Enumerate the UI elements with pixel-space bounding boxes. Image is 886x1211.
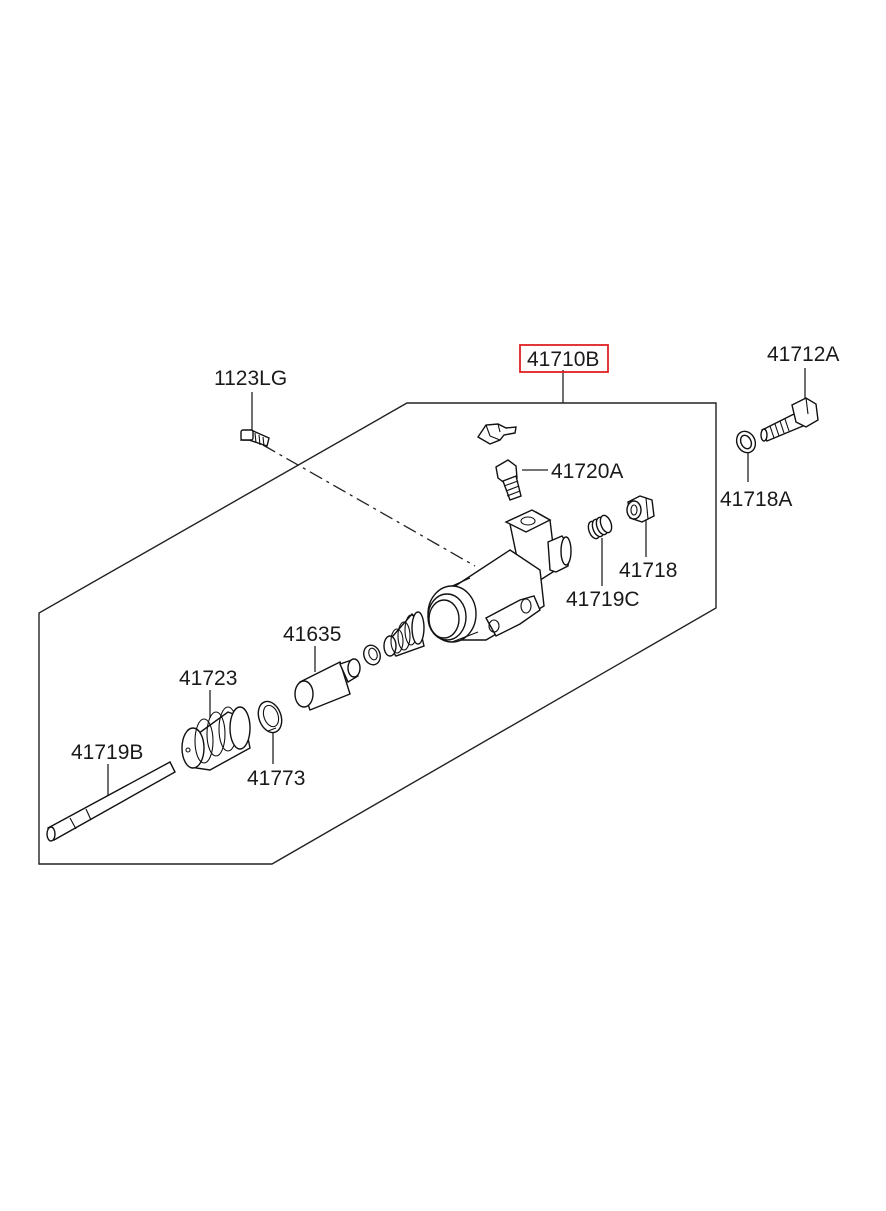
clip-icon bbox=[477, 423, 517, 445]
highlight-box bbox=[519, 344, 609, 373]
cap-41718-icon bbox=[626, 495, 655, 523]
push-rod-41719b-icon bbox=[46, 761, 176, 842]
label-41718[interactable]: 41718 bbox=[619, 559, 677, 582]
label-41710b[interactable]: 41710B bbox=[527, 348, 599, 371]
bolt-1123lg-icon bbox=[240, 429, 270, 447]
dust-boot-41723-icon bbox=[181, 706, 251, 771]
boot-icon bbox=[383, 611, 425, 657]
label-1123lg[interactable]: 1123LG bbox=[214, 367, 287, 390]
label-41719b[interactable]: 41719B bbox=[71, 741, 143, 764]
label-41718a[interactable]: 41718A bbox=[720, 488, 792, 511]
cylinder-body-icon bbox=[427, 509, 572, 643]
label-41635[interactable]: 41635 bbox=[283, 623, 341, 646]
bolt-41712a-icon bbox=[760, 397, 819, 442]
label-41723[interactable]: 41723 bbox=[179, 667, 237, 690]
washer-41718a-icon bbox=[735, 430, 757, 454]
assembly-frame bbox=[38, 402, 717, 865]
label-41719c[interactable]: 41719C bbox=[566, 588, 640, 611]
seal-ring-icon bbox=[363, 644, 381, 666]
label-41712a[interactable]: 41712A bbox=[767, 343, 839, 366]
spring-41719c-icon bbox=[587, 514, 613, 540]
label-41720a[interactable]: 41720A bbox=[551, 460, 623, 483]
bleeder-41720a-icon bbox=[495, 459, 522, 501]
leader-lines bbox=[107, 368, 806, 798]
label-41773[interactable]: 41773 bbox=[247, 767, 305, 790]
snap-ring-41773-icon bbox=[257, 700, 283, 734]
piston-41635-icon bbox=[294, 658, 361, 711]
